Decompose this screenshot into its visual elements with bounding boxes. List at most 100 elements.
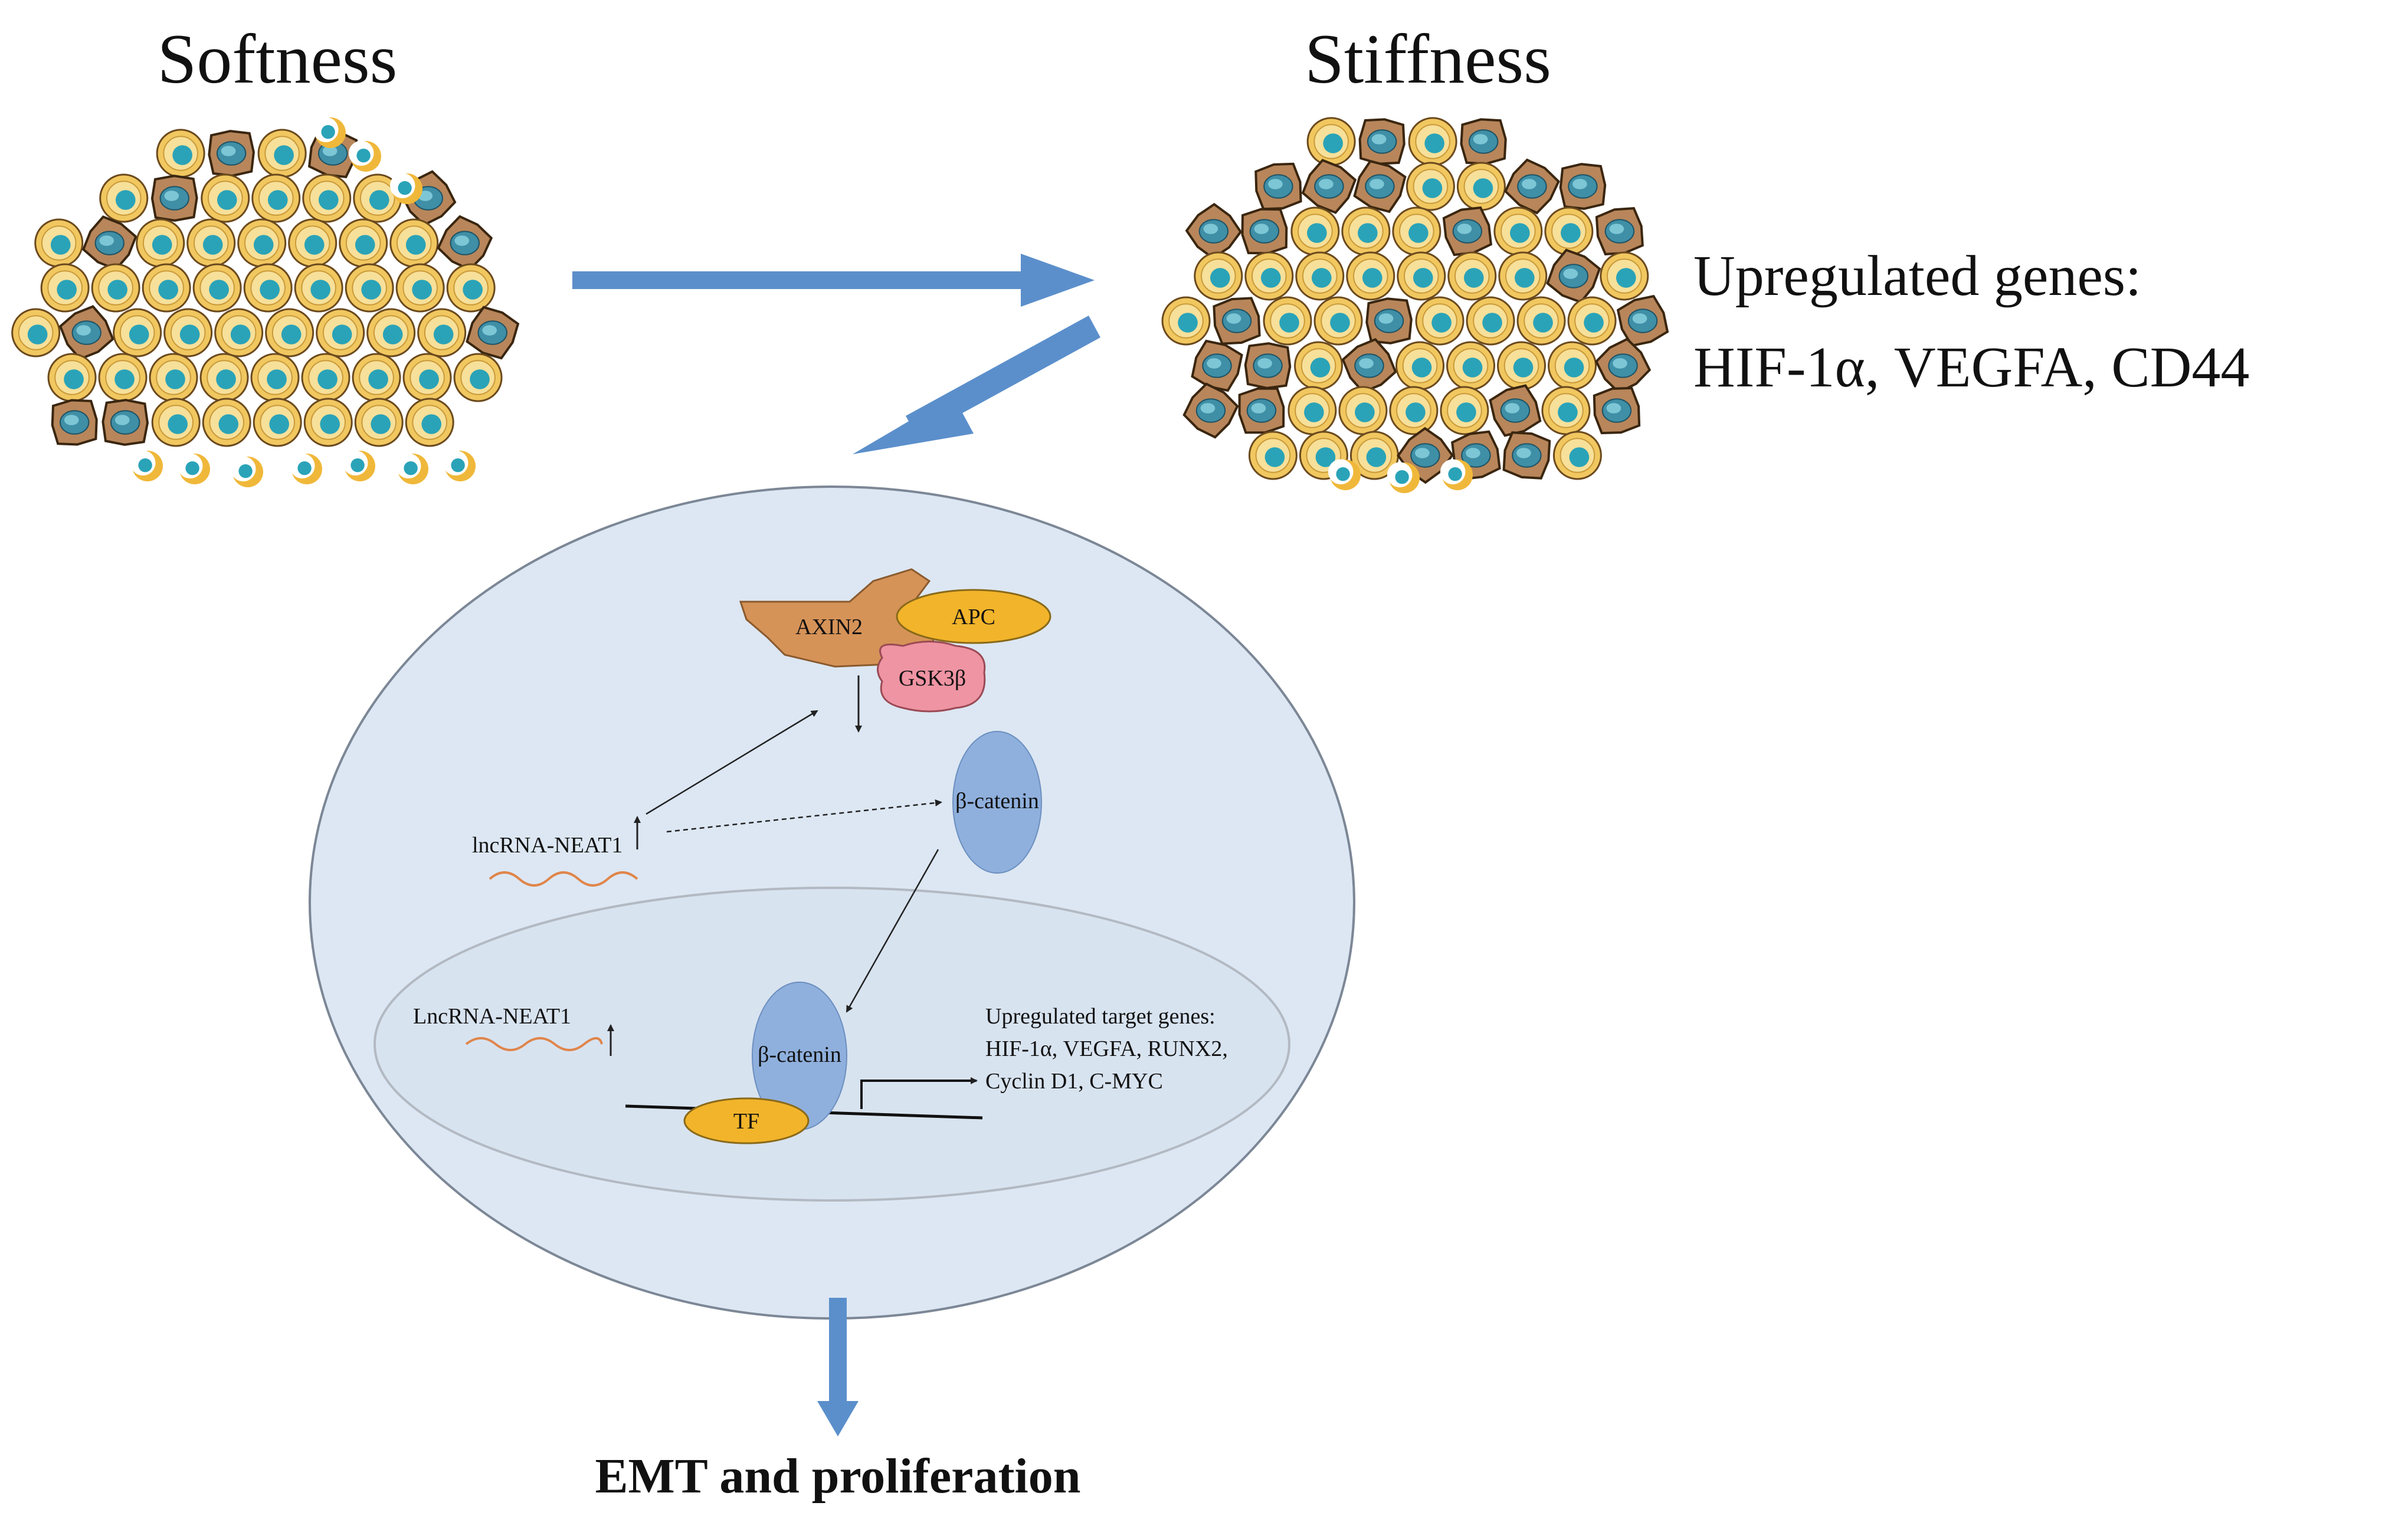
round-tumor-cell xyxy=(250,353,300,402)
round-tumor-cell xyxy=(201,173,250,223)
spiky-tumor-cell xyxy=(1595,207,1644,255)
round-tumor-cell xyxy=(1290,206,1340,256)
spiky-tumor-cell xyxy=(51,399,98,446)
spiky-tumor-cell xyxy=(1616,294,1669,347)
round-tumor-cell xyxy=(142,263,191,313)
round-tumor-cell xyxy=(163,308,213,357)
round-tumor-cell xyxy=(99,173,149,223)
round-tumor-cell xyxy=(294,263,343,313)
round-tumor-cell xyxy=(11,308,61,357)
apc-shape xyxy=(896,589,1051,644)
round-tumor-cell xyxy=(1498,251,1548,301)
round-tumor-cell xyxy=(303,398,353,447)
spiky-tumor-cell xyxy=(1365,297,1413,345)
round-tumor-cell xyxy=(302,173,352,223)
round-tumor-cell xyxy=(288,218,338,268)
cytoplasm-lncrna-label: lncRNA-NEAT1 xyxy=(472,833,623,858)
spiky-tumor-cell xyxy=(1301,159,1357,214)
round-tumor-cell xyxy=(1194,251,1243,301)
cytoplasm-lncrna-strand xyxy=(489,871,638,887)
round-tumor-cell xyxy=(1263,296,1312,346)
round-tumor-cell xyxy=(389,218,439,268)
round-tumor-cell xyxy=(1567,296,1617,346)
round-tumor-cell xyxy=(149,353,198,402)
round-tumor-cell xyxy=(1313,296,1363,346)
round-tumor-cell xyxy=(253,398,302,447)
spiky-tumor-cell xyxy=(1241,208,1288,255)
round-tumor-cell xyxy=(251,173,301,223)
round-tumor-cell xyxy=(237,218,287,268)
detached-cell xyxy=(1387,462,1420,493)
tf-shape xyxy=(683,1097,810,1144)
round-tumor-cell xyxy=(214,308,264,357)
detached-cell xyxy=(130,450,163,481)
round-tumor-cell xyxy=(265,308,314,357)
detached-cell xyxy=(1440,459,1473,490)
round-tumor-cell xyxy=(1466,296,1515,346)
round-tumor-cell xyxy=(1161,296,1211,346)
round-tumor-cell xyxy=(1552,431,1602,480)
round-tumor-cell xyxy=(1447,251,1497,301)
round-tumor-cell xyxy=(243,263,293,313)
gsk3b-label: GSK3β xyxy=(899,666,966,691)
round-tumor-cell xyxy=(1446,341,1496,391)
lncrna-to-complex-arrow xyxy=(646,710,818,815)
tf-label: TF xyxy=(733,1109,759,1134)
round-tumor-cell xyxy=(202,398,251,447)
spiky-tumor-cell xyxy=(1238,387,1285,434)
spiky-tumor-cell xyxy=(1213,297,1261,345)
spiky-tumor-cell xyxy=(1185,202,1243,260)
detached-cell xyxy=(177,453,210,484)
round-tumor-cell xyxy=(353,173,402,223)
spiky-tumor-cell xyxy=(1460,118,1507,165)
round-tumor-cell xyxy=(366,308,416,357)
spiky-tumor-cell xyxy=(1489,384,1542,437)
round-tumor-cell xyxy=(1389,386,1439,435)
round-tumor-cell xyxy=(1516,296,1566,346)
round-tumor-cell xyxy=(1338,386,1388,435)
round-tumor-cell xyxy=(1294,341,1344,391)
spiky-tumor-cell xyxy=(1594,337,1652,394)
softness-to-stiffness-arrow xyxy=(572,254,1095,307)
spiky-tumor-cell xyxy=(1341,338,1397,393)
round-tumor-cell xyxy=(91,263,140,313)
round-tumor-cell xyxy=(402,353,452,402)
target-genes-line-3: Cyclin D1, C-MYC xyxy=(985,1069,1163,1094)
round-tumor-cell xyxy=(1346,251,1395,301)
catenin-translocation-arrow xyxy=(846,849,939,1013)
round-tumor-cell xyxy=(47,353,97,402)
round-tumor-cell xyxy=(446,263,496,313)
detached-cell xyxy=(389,173,422,204)
round-tumor-cell xyxy=(1497,341,1547,391)
round-tumor-cell xyxy=(1395,341,1445,391)
destruction-complex: AXIN2 APC GSK3β xyxy=(739,568,1051,733)
round-tumor-cell xyxy=(1349,431,1399,480)
round-tumor-cell xyxy=(301,353,350,402)
spiky-tumor-cell xyxy=(1593,386,1641,435)
detached-cell xyxy=(1328,459,1361,490)
round-tumor-cell xyxy=(136,218,185,268)
spiky-tumor-cell xyxy=(1191,339,1243,392)
spiky-tumor-cell xyxy=(1358,118,1406,165)
stiffness-title: Stiffness xyxy=(1305,19,1551,98)
round-tumor-cell xyxy=(1408,117,1457,166)
spiky-tumor-cell xyxy=(58,305,114,360)
round-tumor-cell xyxy=(1287,386,1337,435)
round-tumor-cell xyxy=(186,218,236,268)
spiky-tumor-cell xyxy=(1254,162,1302,211)
spiky-tumor-cell xyxy=(1559,163,1607,210)
spiky-tumor-cell xyxy=(1546,248,1601,304)
detached-cell xyxy=(313,117,346,148)
round-tumor-cell xyxy=(1548,341,1597,391)
round-tumor-cell xyxy=(1440,386,1489,435)
detached-cell xyxy=(443,450,476,481)
spiky-tumor-cell xyxy=(208,130,255,177)
softness-title: Softness xyxy=(158,19,398,98)
detached-cell xyxy=(230,456,263,487)
spiky-tumor-cell xyxy=(150,175,198,222)
round-tumor-cell xyxy=(98,353,148,402)
round-tumor-cell xyxy=(1544,206,1594,256)
round-tumor-cell xyxy=(1600,251,1649,301)
round-tumor-cell xyxy=(339,218,388,268)
